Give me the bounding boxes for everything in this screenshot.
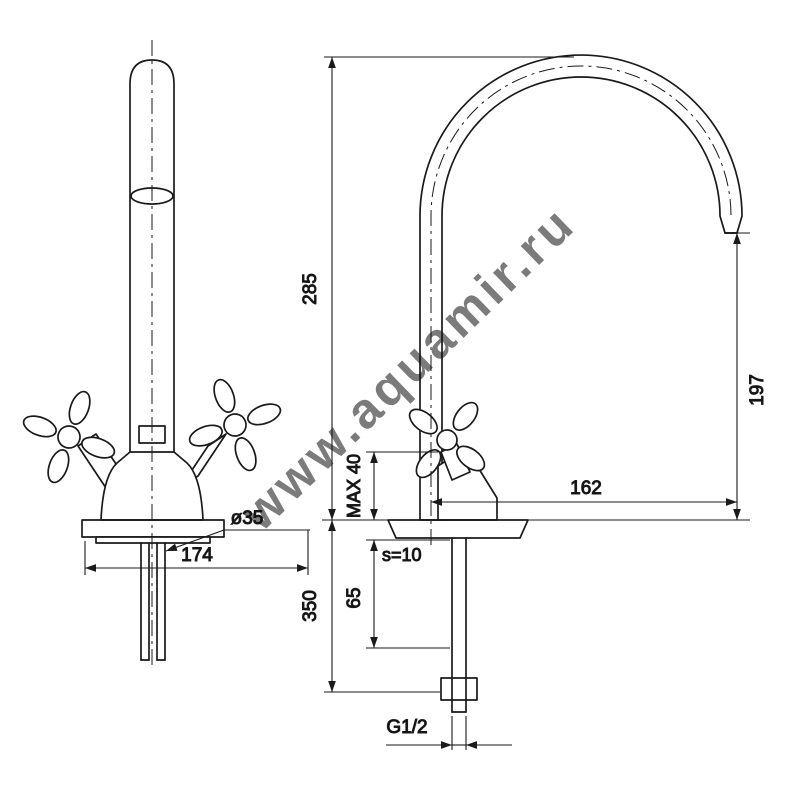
- front-base-plate-lip: [95, 536, 211, 544]
- dim-spout-reach-label: 162: [570, 478, 602, 499]
- handle-lobe: [456, 445, 486, 472]
- handle-lobe: [213, 378, 236, 413]
- front-base-plate: [81, 519, 225, 538]
- handle-hub: [223, 413, 247, 437]
- dim-plate-thickness-label: s=10: [382, 545, 422, 565]
- handle-lobe: [415, 449, 442, 479]
- side-shank: [440, 537, 478, 713]
- dim-hose-length: 350: [300, 520, 440, 693]
- dim-hose-length-label: 350: [300, 590, 321, 622]
- dim-hole-diameter: ø35: [165, 508, 310, 552]
- handle-lobe: [234, 437, 257, 472]
- handle-lobe: [247, 403, 282, 426]
- shank-nut: [440, 677, 478, 701]
- handle-lobe: [188, 424, 223, 447]
- dim-outlet-height: 197: [726, 232, 769, 520]
- side-view: 285 350 MAX 40 s=10 65 162: [300, 54, 769, 750]
- dim-front-width: 174: [84, 530, 309, 575]
- dim-max-deck-thickness-label: MAX 40: [344, 454, 364, 518]
- dim-spout-height: 285: [300, 56, 574, 520]
- handle-lobe: [452, 401, 479, 431]
- dim-shank-length-label: 65: [344, 587, 365, 608]
- dim-max-deck-thickness: MAX 40: [344, 451, 438, 520]
- side-cross-handle: [408, 401, 486, 479]
- handle-lobe: [47, 449, 70, 484]
- handle-lobe: [68, 390, 91, 425]
- dim-outlet-height-label: 197: [747, 374, 768, 406]
- dim-thread-size-label: G1/2: [386, 717, 427, 738]
- dim-shank-length: 65: [344, 539, 450, 649]
- left-cross-handle: [22, 390, 116, 484]
- handle-lobe: [81, 436, 116, 459]
- handle-hub: [436, 429, 458, 451]
- dim-thread-size: G1/2: [386, 716, 512, 750]
- dim-front-width-label: 174: [181, 545, 213, 566]
- leader-line: [165, 529, 225, 552]
- right-cross-handle: [188, 378, 282, 472]
- handle-hub: [57, 425, 81, 449]
- dim-spout-reach: 162: [431, 478, 737, 506]
- side-gooseneck-spout: [419, 54, 743, 521]
- front-supply-hoses: [140, 542, 166, 661]
- dim-spout-height-label: 285: [300, 273, 321, 305]
- front-view: ø35 174: [22, 40, 310, 665]
- watermark-text: www.aquamir.ru: [230, 195, 586, 542]
- side-centerline: [430, 65, 732, 545]
- handle-lobe: [22, 415, 57, 438]
- side-flange: [387, 519, 529, 539]
- handle-lobe: [408, 408, 438, 435]
- dim-hole-diameter-label: ø35: [231, 508, 264, 529]
